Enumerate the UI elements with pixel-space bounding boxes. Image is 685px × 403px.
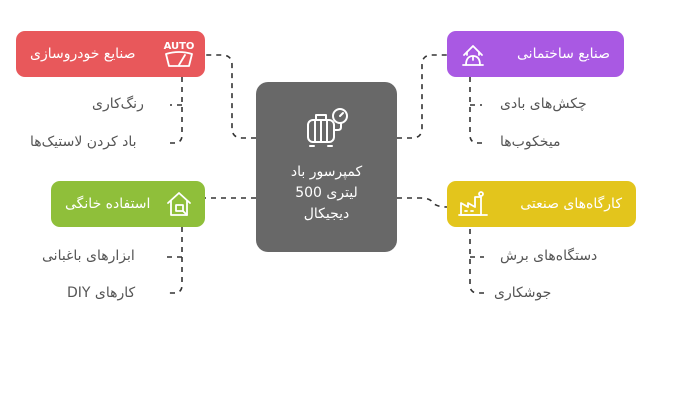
node-automotive-label: صنایع خودروسازی bbox=[30, 46, 136, 62]
auto-icon-text: AUTO bbox=[164, 41, 195, 52]
center-title-line1: کمپرسور باد bbox=[290, 164, 363, 180]
leaf-welding: جوشکاری bbox=[494, 285, 552, 301]
leaf-nailers: میخکوب‌ها bbox=[500, 134, 561, 150]
leaf-diy-work: کارهای DIY bbox=[67, 285, 136, 301]
node-home-use: استفاده خانگی bbox=[51, 181, 205, 227]
house-icon bbox=[167, 192, 191, 216]
center-title-line3: دیجیکال bbox=[303, 206, 350, 222]
leaf-cutting-machines: دستگاه‌های برش bbox=[500, 248, 598, 264]
construction-worker-icon bbox=[462, 45, 484, 66]
center-title: کمپرسور باد لیتری 500 دیجیکال bbox=[262, 162, 391, 225]
node-home-label: استفاده خانگی bbox=[65, 196, 151, 212]
node-construction-label: صنایع ساختمانی bbox=[517, 46, 610, 62]
node-workshop-label: کارگاه‌های صنعتی bbox=[520, 196, 622, 212]
car-wiper-icon: AUTO bbox=[164, 41, 195, 67]
compressor-icon bbox=[307, 108, 348, 147]
leaf-gardening-tools: ابزارهای باغبانی bbox=[42, 248, 135, 264]
node-construction-industry: صنایع ساختمانی bbox=[447, 31, 624, 77]
leaf-air-hammers: چکش‌های بادی bbox=[500, 96, 587, 112]
node-automotive-industry: AUTO صنایع خودروسازی bbox=[16, 31, 205, 77]
node-industrial-workshops: کارگاه‌های صنعتی bbox=[447, 181, 636, 227]
factory-icon bbox=[458, 191, 488, 216]
center-title-line2: لیتری 500 bbox=[295, 185, 358, 201]
leaf-tire-inflation: باد کردن لاستیک‌ها bbox=[30, 134, 137, 150]
leaf-painting: رنگ‌کاری bbox=[92, 96, 144, 112]
center-node: کمپرسور باد لیتری 500 دیجیکال bbox=[256, 82, 397, 252]
